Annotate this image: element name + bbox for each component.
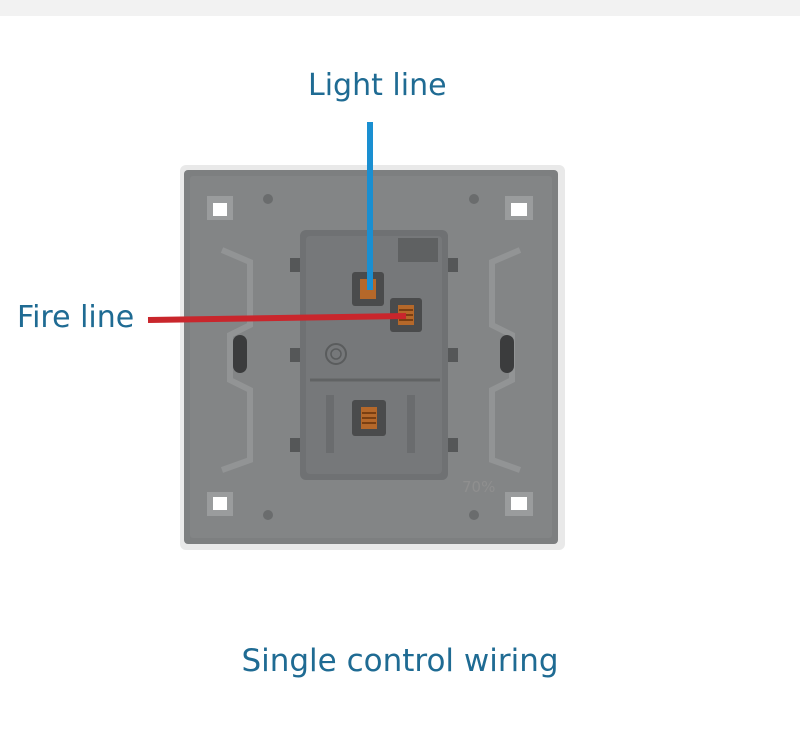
terminal-fire [390,298,422,332]
corner-clip-top-right [505,196,533,220]
fire-line-wire [147,313,407,323]
mount-slot-left [233,335,247,373]
corner-clip-bottom-right [505,492,533,516]
corner-clip-bottom-left [207,492,233,516]
dimple [469,510,479,520]
embossed-rating-left [326,395,334,453]
percentage-watermark: 70% [462,478,496,496]
light-line-label: Light line [308,68,447,103]
dimple [469,194,479,204]
module-tab [448,258,458,272]
module-tab [448,438,458,452]
left-rib [220,247,253,473]
module-tab [448,348,458,362]
dimple [263,194,273,204]
module-tab [290,348,300,362]
certification-mark [325,343,347,365]
diagram-caption: Single control wiring [241,643,559,679]
fire-line-label: Fire line [17,300,135,335]
mount-slot-right [500,335,514,373]
module-notch [398,238,438,262]
top-bar [0,0,800,16]
module-tab [290,258,300,272]
corner-clip-top-left [207,196,233,220]
embossed-rating-right [407,395,415,453]
module-tab [290,438,300,452]
dimple [263,510,273,520]
terminal-bottom [352,400,386,436]
